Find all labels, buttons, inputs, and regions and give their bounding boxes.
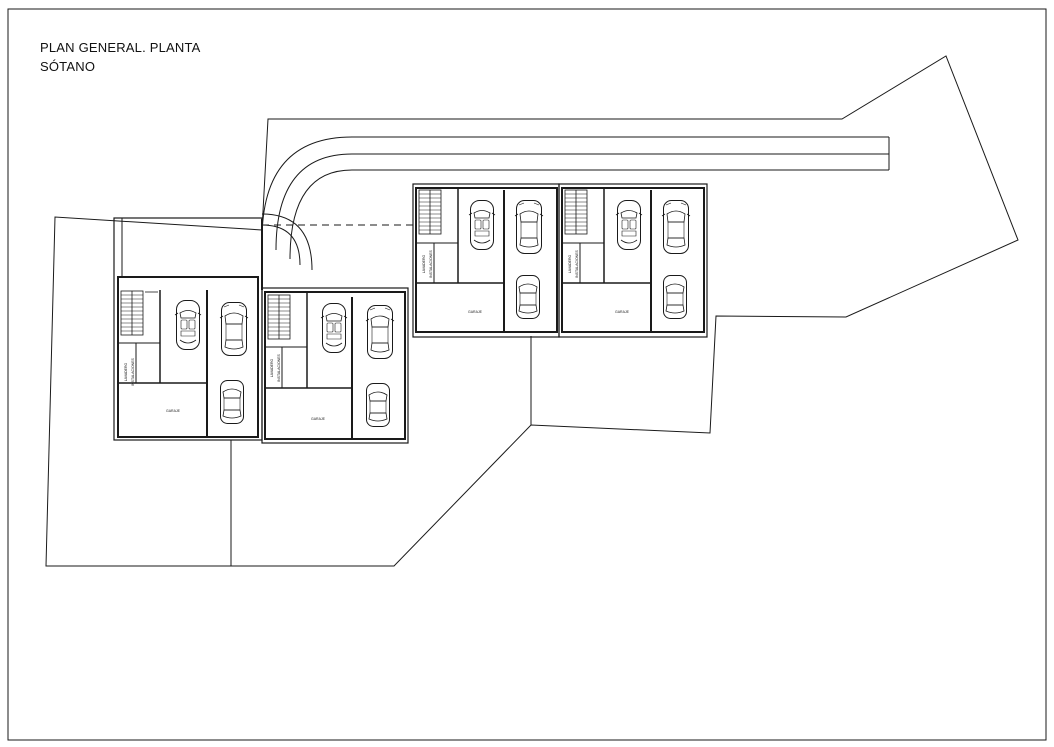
unit-2-room-label-2: INSTALACIONES bbox=[277, 353, 281, 381]
site-boundary bbox=[45, 55, 1019, 567]
unit-4-room-label-1: LAVADERO bbox=[568, 254, 572, 273]
unit-1-room-label-1: LAVADERO bbox=[124, 362, 128, 381]
unit-3-garage-label: GARAJE bbox=[468, 310, 483, 314]
drawing-title: PLAN GENERAL. PLANTA SÓTANO bbox=[40, 38, 201, 76]
unit-2-garage-label: GARAJE bbox=[311, 417, 326, 421]
unit-2-room-label-1: LAVADERO bbox=[270, 358, 274, 377]
unit-4-room-label-2: INSTALACIONES bbox=[575, 249, 579, 277]
unit-4-garage-label: GARAJE bbox=[615, 310, 630, 314]
title-line-1: PLAN GENERAL. PLANTA bbox=[40, 40, 201, 55]
unit-3-room-label-2: INSTALACIONES bbox=[429, 249, 433, 277]
unit-4 bbox=[558, 183, 708, 338]
unit-1 bbox=[113, 217, 263, 441]
unit-3-room-label-1: LAVADERO bbox=[422, 254, 426, 273]
unit-1-garage-label: GARAJE bbox=[166, 409, 181, 413]
sheet-frame bbox=[7, 8, 1047, 741]
access-ramp bbox=[261, 136, 890, 290]
title-line-2: SÓTANO bbox=[40, 59, 96, 74]
unit-2 bbox=[261, 287, 409, 444]
unit-1-room-label-2: INSTALACIONES bbox=[131, 357, 135, 385]
unit-3 bbox=[412, 183, 560, 338]
